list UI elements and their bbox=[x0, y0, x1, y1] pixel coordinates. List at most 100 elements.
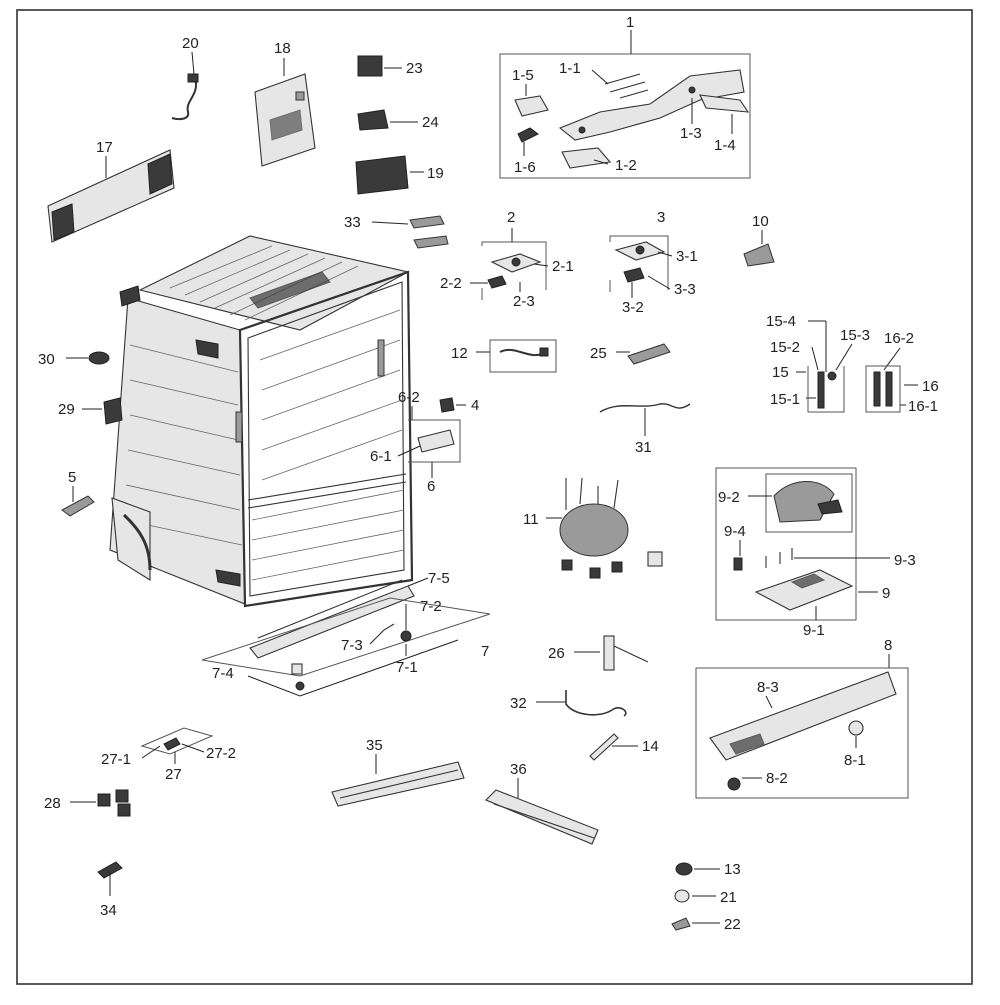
label-35: 35 bbox=[366, 737, 383, 754]
label-26: 26 bbox=[548, 645, 565, 662]
label-15: 15 bbox=[772, 364, 789, 381]
label-3-2: 3-2 bbox=[622, 299, 644, 316]
part-26: 26 bbox=[548, 635, 649, 671]
label-8-1: 8-1 bbox=[844, 752, 866, 769]
label-21: 21 bbox=[720, 889, 737, 906]
label-8: 8 bbox=[884, 637, 892, 654]
part-13: 13 bbox=[675, 861, 741, 878]
hinge-plate bbox=[558, 69, 745, 141]
label-12: 12 bbox=[451, 345, 468, 362]
part-12: 12 bbox=[451, 339, 557, 373]
part-36: 36 bbox=[485, 761, 599, 845]
label-34: 34 bbox=[100, 902, 117, 919]
label-27: 27 bbox=[165, 766, 182, 783]
label-2: 2 bbox=[507, 209, 515, 226]
label-27-2: 27-2 bbox=[206, 745, 236, 762]
label-29: 29 bbox=[58, 401, 75, 418]
label-11: 11 bbox=[523, 511, 539, 528]
cover-17 bbox=[47, 149, 175, 243]
part-group-9: 9-2 9-4 9-3 9 9-1 bbox=[715, 467, 916, 639]
part-group-1: 1 1-1 1-5 1-3 1-4 1-2 1-6 bbox=[499, 14, 751, 179]
label-6-2: 6-2 bbox=[398, 389, 420, 406]
label-18: 18 bbox=[274, 40, 291, 57]
label-15-1: 15-1 bbox=[770, 391, 800, 408]
group-1-box bbox=[499, 53, 751, 179]
label-8-2: 8-2 bbox=[766, 770, 788, 787]
part-group-3: 3 3-1 3-3 3-2 bbox=[609, 209, 698, 316]
label-1-1: 1-1 bbox=[559, 60, 581, 77]
part-14: 14 bbox=[589, 733, 659, 761]
label-20: 20 bbox=[182, 35, 199, 52]
part-10: 10 bbox=[743, 213, 775, 267]
cabinet-body bbox=[109, 235, 414, 608]
label-2-1: 2-1 bbox=[552, 258, 574, 275]
part-19: 19 bbox=[355, 155, 444, 195]
label-7-2: 7-2 bbox=[420, 598, 442, 615]
label-33: 33 bbox=[344, 214, 361, 231]
label-7-5: 7-5 bbox=[428, 570, 450, 587]
label-1-2: 1-2 bbox=[615, 157, 637, 174]
label-16-2: 16-2 bbox=[884, 330, 914, 347]
part-25: 25 bbox=[590, 343, 671, 365]
label-14: 14 bbox=[642, 738, 659, 755]
label-19: 19 bbox=[427, 165, 444, 182]
part-32: 32 bbox=[510, 690, 627, 717]
part-18-cover-panel: 18 bbox=[254, 40, 316, 167]
part-24: 24 bbox=[357, 109, 439, 131]
label-16-1: 16-1 bbox=[908, 398, 938, 415]
label-24: 24 bbox=[422, 114, 439, 131]
part-group-15: 15-4 15-3 15-2 15 15-1 bbox=[766, 313, 870, 413]
label-16: 16 bbox=[922, 378, 939, 395]
label-4: 4 bbox=[471, 397, 479, 414]
label-25: 25 bbox=[590, 345, 607, 362]
part-21: 21 bbox=[674, 889, 737, 906]
hinge-pin-1-6 bbox=[517, 127, 539, 143]
label-30: 30 bbox=[38, 351, 55, 368]
label-6-1: 6-1 bbox=[370, 448, 392, 465]
label-6: 6 bbox=[427, 478, 435, 495]
label-7-1: 7-1 bbox=[396, 659, 418, 676]
part-5: 5 bbox=[61, 469, 95, 517]
label-22: 22 bbox=[724, 916, 741, 933]
label-9-2: 9-2 bbox=[718, 489, 740, 506]
part-group-27: 27-1 27-2 27 bbox=[101, 727, 236, 783]
part-34: 34 bbox=[97, 861, 123, 919]
label-9-3: 9-3 bbox=[894, 552, 916, 569]
label-27-1: 27-1 bbox=[101, 751, 131, 768]
part-31: 31 bbox=[599, 403, 691, 456]
label-15-4: 15-4 bbox=[766, 313, 796, 330]
label-9-4: 9-4 bbox=[724, 523, 746, 540]
label-3-1: 3-1 bbox=[676, 248, 698, 265]
label-17: 17 bbox=[96, 139, 113, 156]
part-20-power-cord: 20 bbox=[171, 35, 199, 121]
label-3: 3 bbox=[657, 209, 665, 226]
label-1-5: 1-5 bbox=[512, 67, 534, 84]
label-2-2: 2-2 bbox=[440, 275, 462, 292]
label-9-1: 9-1 bbox=[803, 622, 825, 639]
label-15-2: 15-2 bbox=[770, 339, 800, 356]
label-5: 5 bbox=[68, 469, 76, 486]
label-23: 23 bbox=[406, 60, 423, 77]
label-3-3: 3-3 bbox=[674, 281, 696, 298]
part-4: 4 bbox=[439, 397, 479, 414]
label-13: 13 bbox=[724, 861, 741, 878]
label-1-4: 1-4 bbox=[714, 137, 736, 154]
label-2-3: 2-3 bbox=[513, 293, 535, 310]
label-7-4: 7-4 bbox=[212, 665, 234, 682]
label-1: 1 bbox=[626, 14, 634, 31]
part-30: 30 bbox=[38, 351, 110, 368]
hinge-block-1-4 bbox=[699, 94, 750, 113]
hinge-block-1-2 bbox=[561, 147, 612, 169]
label-32: 32 bbox=[510, 695, 527, 712]
label-8-3: 8-3 bbox=[757, 679, 779, 696]
part-23: 23 bbox=[357, 55, 423, 77]
diagram-frame bbox=[16, 9, 973, 985]
part-33: 33 bbox=[344, 214, 449, 249]
label-15-3: 15-3 bbox=[840, 327, 870, 344]
label-36: 36 bbox=[510, 761, 527, 778]
label-1-6: 1-6 bbox=[514, 159, 536, 176]
part-11-compressor: 11 bbox=[523, 477, 663, 579]
label-10: 10 bbox=[752, 213, 769, 230]
